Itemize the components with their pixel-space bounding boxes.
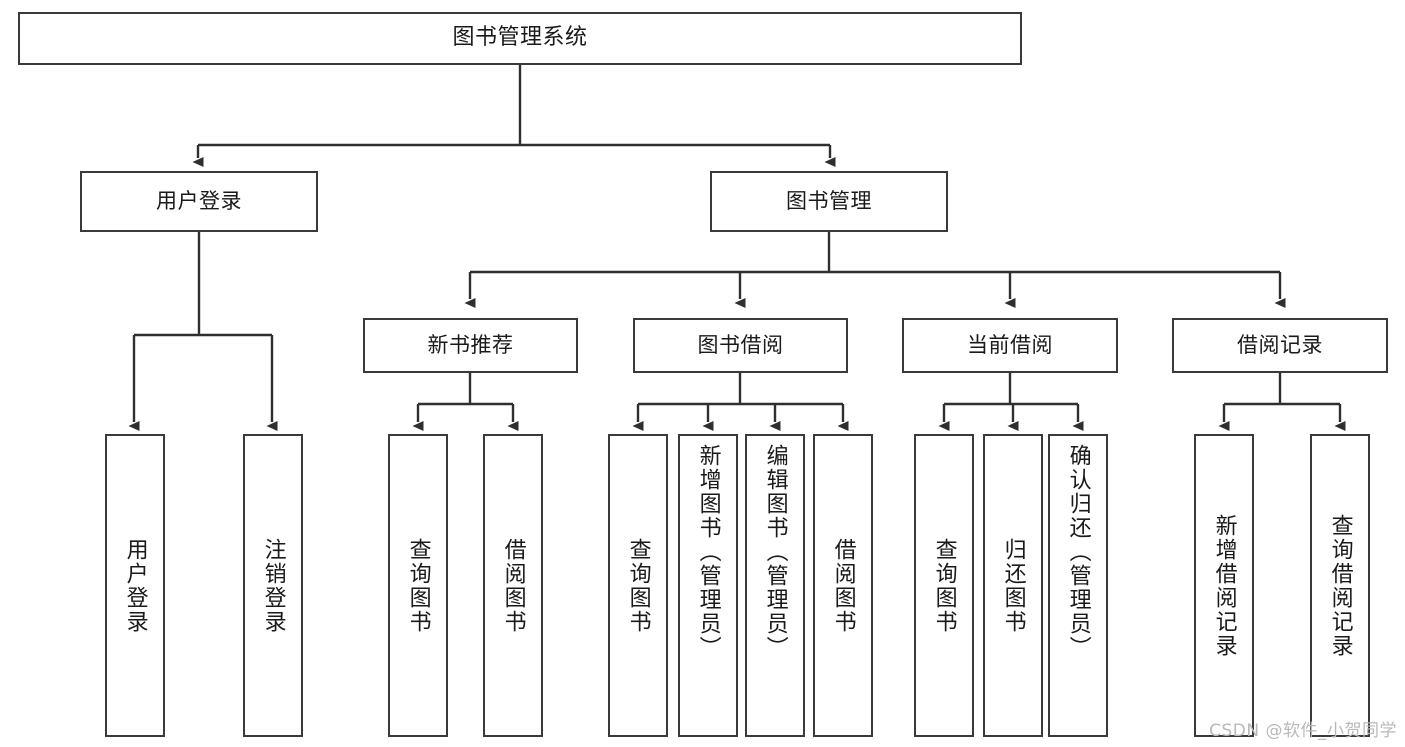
node-label: 归还图书 xyxy=(1000,537,1026,634)
leaf-query-borrow-record[interactable]: 查询借阅记录 xyxy=(1310,434,1370,737)
node-borrow-record[interactable]: 借阅记录 xyxy=(1172,318,1388,373)
leaf-edit-book-admin[interactable]: 编辑图书（管理员） xyxy=(745,434,805,737)
node-root-system[interactable]: 图书管理系统 xyxy=(18,12,1022,65)
node-label: 注销登录 xyxy=(260,537,286,634)
node-label: 用户登录 xyxy=(122,537,148,634)
node-label: 查询借阅记录 xyxy=(1327,513,1353,658)
csdn-watermark: CSDN @软件_小贺同学 xyxy=(1209,721,1397,741)
node-label: 查询图书 xyxy=(931,537,957,634)
node-label: 当前借阅 xyxy=(967,332,1053,357)
node-label: 借阅图书 xyxy=(500,537,526,634)
node-label: 图书管理系统 xyxy=(452,25,588,51)
leaf-confirm-return-admin[interactable]: 确认归还（管理员） xyxy=(1048,434,1108,737)
node-current-borrow[interactable]: 当前借阅 xyxy=(902,318,1118,373)
leaf-logout[interactable]: 注销登录 xyxy=(243,434,303,737)
node-label: 查询图书 xyxy=(405,537,431,634)
node-label: 编辑图书（管理员） xyxy=(762,444,788,660)
node-label: 查询图书 xyxy=(625,537,651,634)
node-book-management[interactable]: 图书管理 xyxy=(710,171,948,232)
node-label: 新增图书（管理员） xyxy=(695,444,721,660)
node-label: 确认归还（管理员） xyxy=(1065,444,1091,660)
leaf-query-book-recommend[interactable]: 查询图书 xyxy=(388,434,448,737)
leaf-user-login[interactable]: 用户登录 xyxy=(105,434,165,737)
leaf-borrow-book-recommend[interactable]: 借阅图书 xyxy=(483,434,543,737)
node-label: 新书推荐 xyxy=(427,332,514,357)
node-label: 图书借阅 xyxy=(697,332,784,357)
leaf-add-book-admin[interactable]: 新增图书（管理员） xyxy=(678,434,738,737)
node-new-book-recommend[interactable]: 新书推荐 xyxy=(363,318,578,373)
node-label: 借阅图书 xyxy=(830,537,856,634)
node-book-borrow[interactable]: 图书借阅 xyxy=(633,318,848,373)
node-label: 新增借阅记录 xyxy=(1211,513,1237,658)
node-label: 图书管理 xyxy=(786,188,872,213)
leaf-borrow-book[interactable]: 借阅图书 xyxy=(813,434,873,737)
leaf-add-borrow-record[interactable]: 新增借阅记录 xyxy=(1194,434,1254,737)
leaf-query-book-current[interactable]: 查询图书 xyxy=(914,434,974,737)
leaf-return-book[interactable]: 归还图书 xyxy=(983,434,1043,737)
leaf-query-book-borrow[interactable]: 查询图书 xyxy=(608,434,668,737)
node-label: 借阅记录 xyxy=(1237,332,1323,357)
node-user-login[interactable]: 用户登录 xyxy=(80,171,318,232)
node-label: 用户登录 xyxy=(156,188,242,213)
